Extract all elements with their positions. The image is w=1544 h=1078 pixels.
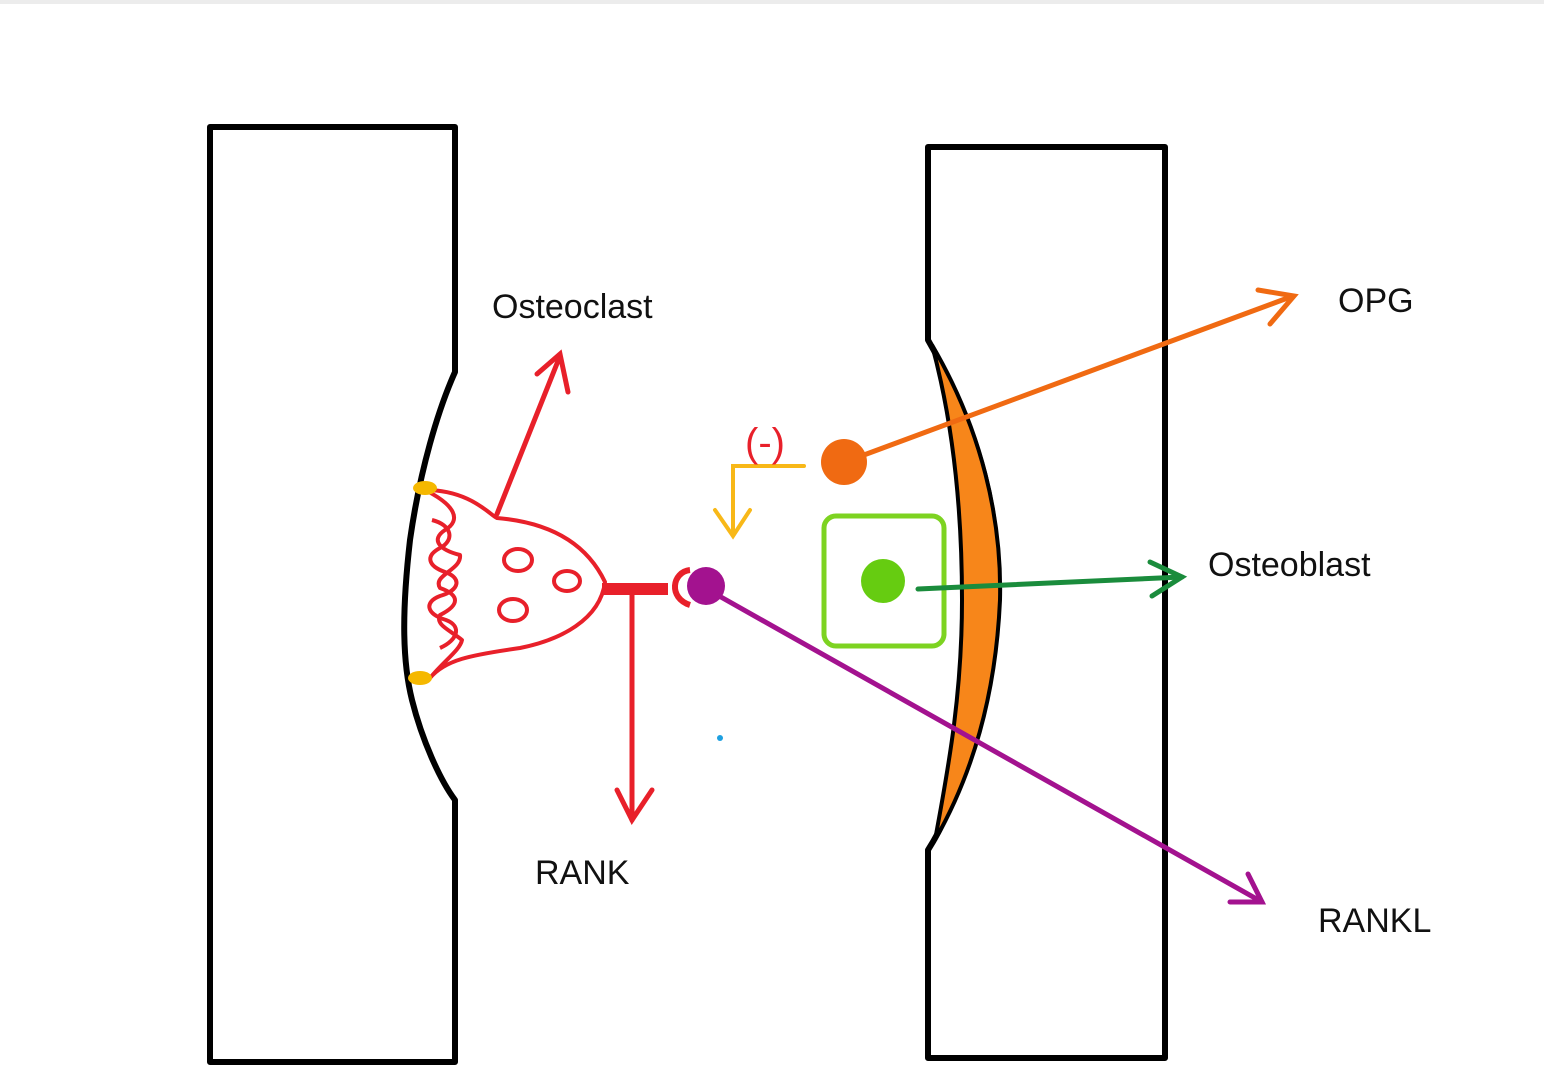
osteoclast-body (423, 488, 607, 680)
osteoblast-cell (821, 513, 947, 649)
osteoclast-arrow (494, 349, 571, 517)
sealing-zone-attachment (413, 481, 437, 495)
osteoblast-body (821, 513, 947, 649)
opg-arrow (842, 287, 1299, 465)
rank-receptor-cup (672, 567, 692, 608)
left-bone-block (207, 124, 458, 1065)
inhibition-arrow (713, 464, 806, 540)
sealing-zone-attachment (408, 671, 432, 685)
osteoclast-cell (408, 481, 692, 685)
rank-arrow (614, 589, 655, 825)
stray-dot (717, 735, 723, 741)
opg-label: OPG (1338, 282, 1414, 320)
osteoclast-nucleus (552, 569, 582, 593)
inhibition-sign: (-) (745, 421, 785, 465)
osteoclast-label: Osteoclast (492, 288, 653, 326)
rankl-ligand (687, 567, 725, 605)
osteoblast-arrow (915, 559, 1188, 599)
ruffled-border (427, 518, 459, 650)
rankl-label: RANKL (1318, 902, 1432, 940)
rank-receptor-stalk (602, 583, 668, 595)
osteoid-layer (930, 343, 1003, 841)
opg-molecule (821, 439, 867, 485)
osteoblast-label: Osteoblast (1208, 546, 1371, 584)
osteoclast-nucleus (502, 547, 534, 573)
rank-label: RANK (535, 854, 630, 892)
osteoclast-nucleus (497, 597, 529, 623)
osteoblast-nucleus (861, 559, 905, 603)
rankl-arrow (702, 585, 1267, 905)
top-border (0, 0, 1544, 4)
